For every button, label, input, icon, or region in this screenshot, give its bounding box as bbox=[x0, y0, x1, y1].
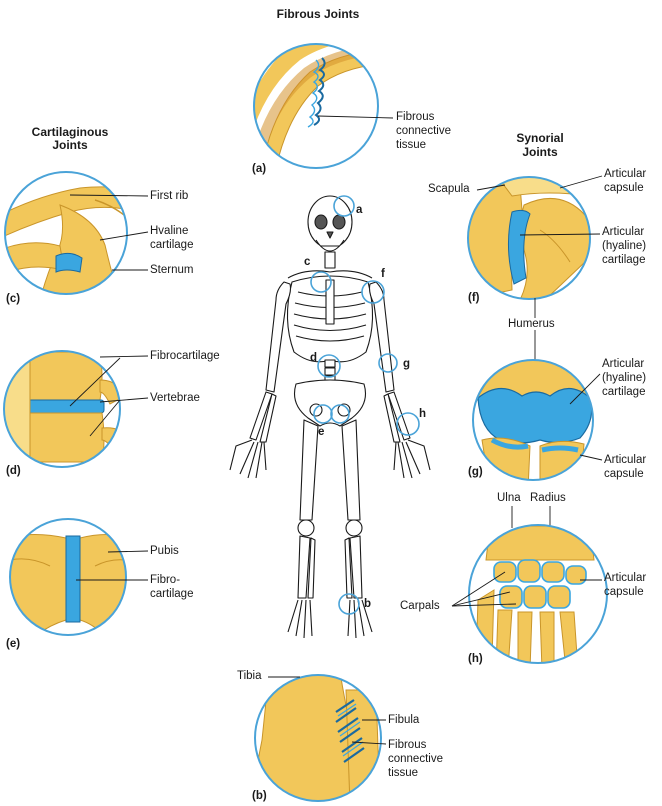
panel-a-suture-illustration bbox=[225, 20, 393, 190]
panel-b-tibia-fibula-illustration bbox=[250, 672, 386, 806]
skeleton-marker-d: d bbox=[310, 352, 317, 365]
skeleton-marker-b: b bbox=[364, 598, 371, 611]
label-b-connective: connective bbox=[388, 753, 443, 766]
label-a-fibrous: Fibrous bbox=[396, 111, 434, 124]
panel-c-rib-sternum-illustration bbox=[0, 172, 148, 300]
label-e-fibro: Fibro- bbox=[150, 574, 180, 587]
label-e-pubis: Pubis bbox=[150, 545, 179, 558]
label-g-articular-cartilage-3: cartilage bbox=[602, 386, 645, 399]
label-f-articular-capsule-2: capsule bbox=[604, 182, 644, 195]
panel-f-shoulder-illustration bbox=[462, 173, 602, 300]
panel-tag-e: (e) bbox=[6, 638, 20, 651]
label-f-articular-cartilage-1: Articular bbox=[602, 226, 644, 239]
label-g-articular-cartilage-1: Articular bbox=[602, 358, 644, 371]
panel-g-elbow-illustration bbox=[473, 360, 602, 490]
label-h-articular-capsule-1: Articular bbox=[604, 572, 646, 585]
label-f-humerus: Humerus bbox=[508, 318, 555, 331]
label-b-tissue: tissue bbox=[388, 767, 418, 780]
skeleton-marker-c: c bbox=[304, 256, 310, 269]
panel-d-vertebrae-illustration bbox=[0, 340, 148, 470]
label-c-first-rib: First rib bbox=[150, 190, 188, 203]
label-c-sternum: Sternum bbox=[150, 264, 193, 277]
skeleton-marker-a: a bbox=[356, 204, 362, 217]
panel-tag-g: (g) bbox=[468, 466, 483, 479]
label-f-articular-cartilage-2: (hyaline) bbox=[602, 240, 646, 253]
label-g-radius: Radius bbox=[530, 492, 566, 505]
panel-h-wrist-illustration bbox=[452, 525, 607, 670]
label-d-fibrocartilage: Fibrocartilage bbox=[150, 350, 220, 363]
label-b-fibrous: Fibrous bbox=[388, 739, 426, 752]
panel-tag-c: (c) bbox=[6, 293, 20, 306]
label-b-tibia: Tibia bbox=[237, 670, 262, 683]
label-e-cartilage: cartilage bbox=[150, 588, 193, 601]
label-g-ulna: Ulna bbox=[497, 492, 521, 505]
label-d-vertebrae: Vertebrae bbox=[150, 392, 200, 405]
panel-tag-h: (h) bbox=[468, 653, 483, 666]
panel-tag-d: (d) bbox=[6, 465, 21, 478]
label-f-scapula: Scapula bbox=[428, 183, 470, 196]
panel-tag-b: (b) bbox=[252, 790, 267, 803]
heading-synovial-line-2: Joints bbox=[500, 146, 580, 159]
label-f-articular-capsule-1: Articular bbox=[604, 168, 646, 181]
label-g-articular-capsule-1: Articular bbox=[604, 454, 646, 467]
label-g-articular-capsule-2: capsule bbox=[604, 468, 644, 481]
heading-synovial-line-1: Synorial bbox=[500, 132, 580, 145]
skeleton-marker-f: f bbox=[381, 268, 385, 281]
label-c-hyaline: Hvaline bbox=[150, 225, 188, 238]
panel-e-pubis-illustration bbox=[0, 519, 148, 650]
label-h-articular-capsule-2: capsule bbox=[604, 586, 644, 599]
heading-cartilaginous-line-2: Joints bbox=[20, 139, 120, 152]
label-c-cartilage: cartilage bbox=[150, 239, 193, 252]
skeleton-marker-h: h bbox=[419, 408, 426, 421]
skeleton-marker-g: g bbox=[403, 358, 410, 371]
label-a-connective: connective bbox=[396, 125, 451, 138]
label-f-articular-cartilage-3: cartilage bbox=[602, 254, 645, 267]
label-g-articular-cartilage-2: (hyaline) bbox=[602, 372, 646, 385]
label-b-fibula: Fibula bbox=[388, 714, 419, 727]
label-a-tissue: tissue bbox=[396, 139, 426, 152]
label-h-carpals: Carpals bbox=[400, 600, 440, 613]
panel-tag-a: (a) bbox=[252, 163, 266, 176]
panel-tag-f: (f) bbox=[468, 292, 480, 305]
skeleton-marker-e: e bbox=[318, 426, 324, 439]
heading-fibrous-joints: Fibrous Joints bbox=[258, 8, 378, 21]
